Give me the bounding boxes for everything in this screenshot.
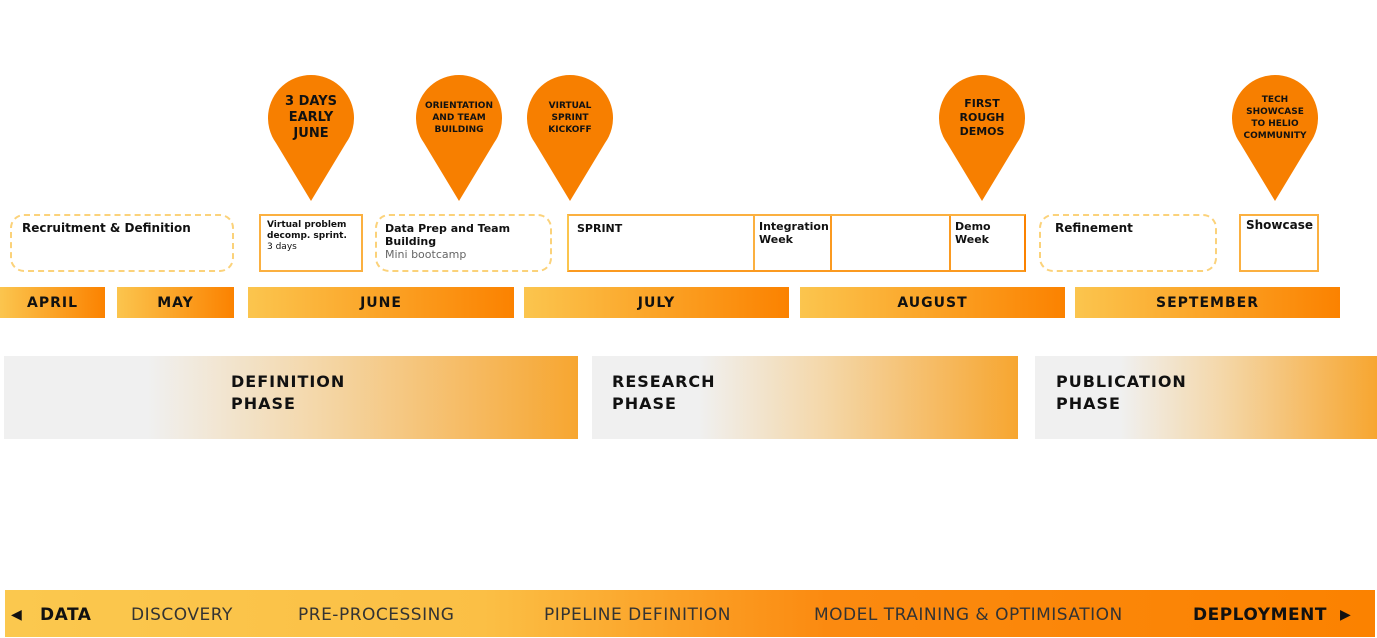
pin-line: COMMUNITY (1243, 131, 1307, 141)
pin-line: DEMOS (959, 125, 1005, 138)
pipeline-step: MODEL TRAINING & OPTIMISATION (814, 605, 1123, 625)
phase-label: RESEARCH PHASE (612, 372, 716, 413)
box-label: SPRINT (577, 222, 623, 235)
pipeline-step: PIPELINE DEFINITION (544, 605, 731, 625)
showcase-box: Showcase (1239, 214, 1319, 272)
month-july: JULY (524, 287, 789, 318)
pin-line: FIRST (964, 97, 1000, 110)
pin-label: TECH SHOWCASE TO HELIO COMMUNITY (1238, 94, 1312, 142)
research-phase: RESEARCH PHASE (592, 356, 1018, 439)
pin-line: AND TEAM (432, 113, 486, 123)
box-sublabel: Mini bootcamp (385, 248, 467, 261)
milestone-pin: ORIENTATION AND TEAM BUILDING (416, 75, 502, 201)
box-sublabel: 3 days (267, 242, 297, 252)
box-label: Demo Week (955, 220, 991, 246)
sprint-box: SPRINT Integration Week Demo Week (567, 214, 1026, 272)
pin-line: 3 DAYS (285, 94, 337, 109)
month-september: SEPTEMBER (1075, 287, 1340, 318)
definition-phase: DEFINITION PHASE (4, 356, 578, 439)
phase-label: PUBLICATION PHASE (1056, 372, 1187, 413)
pin-line: SHOWCASE (1246, 107, 1304, 117)
month-may: MAY (117, 287, 234, 318)
pin-line: VIRTUAL (548, 101, 592, 111)
phase-label: DEFINITION PHASE (231, 372, 346, 413)
map-pin-icon (268, 75, 354, 201)
pin-line: TECH (1261, 95, 1289, 105)
pin-line: TO HELIO (1251, 119, 1299, 129)
map-pin-icon (527, 75, 613, 201)
pin-line: BUILDING (434, 125, 484, 135)
refinement-box: Refinement (1039, 214, 1217, 272)
pipeline-step: DISCOVERY (131, 605, 233, 625)
map-pin-icon (939, 75, 1025, 201)
pin-label: ORIENTATION AND TEAM BUILDING (422, 100, 496, 136)
map-pin-icon (1232, 75, 1318, 201)
publication-phase: PUBLICATION PHASE (1035, 356, 1377, 439)
month-august: AUGUST (800, 287, 1065, 318)
pin-line: SPRINT (551, 113, 589, 123)
milestone-pin: TECH SHOWCASE TO HELIO COMMUNITY (1232, 75, 1318, 201)
box-label: Recruitment & Definition (22, 221, 191, 235)
pipeline-start: DATA (40, 605, 92, 625)
pin-label: VIRTUAL SPRINT KICKOFF (533, 100, 607, 136)
month-june: JUNE (248, 287, 514, 318)
pipeline-bar: ◀ DATA DISCOVERY PRE-PROCESSING PIPELINE… (5, 590, 1375, 637)
pipeline-end: DEPLOYMENT (1193, 605, 1327, 625)
pipeline-step: PRE-PROCESSING (298, 605, 455, 625)
pin-line: ORIENTATION (425, 101, 493, 111)
map-pin-icon (416, 75, 502, 201)
box-label: Data Prep and Team Building (385, 222, 511, 248)
box-label: Showcase (1246, 218, 1314, 232)
pin-line: EARLY (288, 110, 334, 125)
milestone-pin: VIRTUAL SPRINT KICKOFF (527, 75, 613, 201)
pin-line: JUNE (293, 126, 329, 141)
box-label: Integration Week (759, 220, 829, 246)
pin-line: KICKOFF (548, 125, 592, 135)
left-arrow-icon[interactable]: ◀ (11, 607, 23, 623)
right-arrow-icon[interactable]: ▶ (1340, 607, 1352, 623)
box-label: Refinement (1055, 221, 1133, 235)
pin-line: ROUGH (959, 111, 1005, 124)
month-april: APRIL (0, 287, 105, 318)
virtual-sprint-box: Virtual problem decomp. sprint.3 days (259, 214, 363, 272)
recruitment-box: Recruitment & Definition (10, 214, 234, 272)
box-label: Virtual problem decomp. sprint. (267, 220, 347, 241)
